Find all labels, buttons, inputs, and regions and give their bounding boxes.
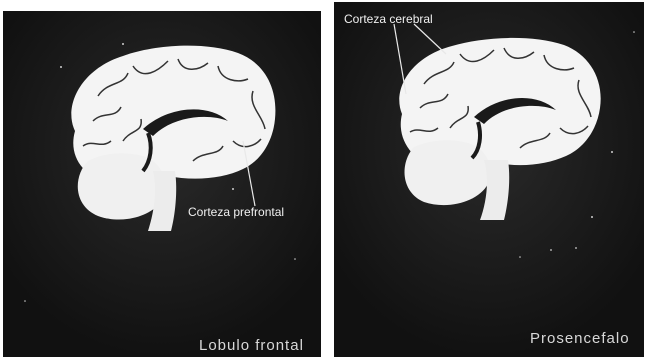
panel-lobulo-frontal: Corteza prefrontal Lobulo frontal — [3, 11, 321, 357]
label-corteza-prefrontal: Corteza prefrontal — [188, 205, 284, 219]
brain-illustration-left — [3, 11, 321, 357]
cerebellum-shape — [78, 153, 166, 219]
caption-prosencefalo: Prosencefalo — [530, 330, 630, 347]
caption-lobulo-frontal: Lobulo frontal — [199, 337, 304, 354]
brain-illustration-right — [334, 2, 644, 357]
panel-prosencefalo: Corteza cerebral Prosencefalo — [334, 2, 644, 357]
label-corteza-cerebral: Corteza cerebral — [344, 12, 433, 26]
